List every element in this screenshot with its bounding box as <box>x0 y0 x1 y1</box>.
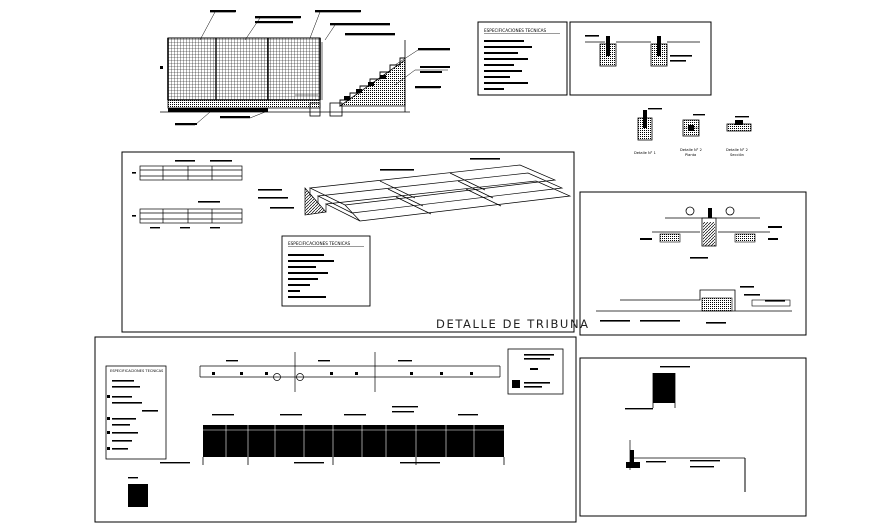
detalle-2-planta-label: Detalle N° 2 <box>680 148 702 152</box>
detalle-2-seccion-label: Detalle N° 2 <box>726 148 748 152</box>
detalle-1-label: Detalle N° 1 <box>634 151 656 155</box>
plan-specs-heading: ESPECIFICACIONES TECNICAS <box>110 369 164 373</box>
fence-plan-panel: ESPECIFICACIONES TECNICAS <box>94 336 577 523</box>
gate-detail-panel <box>579 357 807 517</box>
top-specs-heading: ESPECIFICACIONES TECNICAS <box>484 28 546 33</box>
tribuna-title: DETALLE DE TRIBUNA <box>436 317 590 331</box>
post-details: Detalle N° 1 Detalle N° 2 Planta Detalle… <box>634 108 752 157</box>
fence-elevation-section <box>160 10 450 126</box>
planta-label: Planta <box>685 153 696 157</box>
tribuna-specs-heading: ESPECIFICACIONES TECNICAS <box>288 241 350 246</box>
top-specs-panel: ESPECIFICACIONES TECNICAS <box>477 21 568 96</box>
tribuna-detail-panel: ESPECIFICACIONES TECNICAS DETALLE DE TRI… <box>121 151 590 333</box>
seccion-label: Sección <box>730 153 744 157</box>
footing-detail-panel <box>569 21 712 96</box>
right-section-panel <box>579 191 807 336</box>
